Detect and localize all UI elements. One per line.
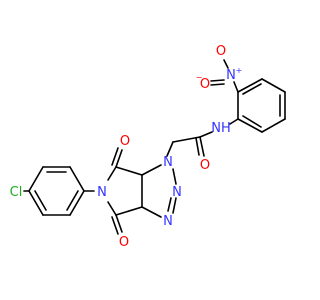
bond	[167, 197, 172, 212]
bond-inner	[66, 190, 79, 211]
bond	[111, 147, 119, 166]
triazole-n2-label: N	[172, 185, 182, 200]
bond	[166, 141, 174, 157]
bond	[115, 214, 123, 233]
bond	[199, 131, 213, 138]
nitro-nitrogen-charge: +	[236, 66, 243, 75]
bonds	[23, 59, 286, 235]
bond	[115, 206, 143, 216]
nitro-nitrogen-label: N	[226, 68, 236, 83]
bond	[237, 78, 263, 93]
bond	[115, 149, 123, 168]
bond-inner	[242, 83, 262, 95]
bond	[69, 166, 85, 192]
bond	[261, 78, 286, 93]
nitro-oxygen-left-label: O	[200, 77, 210, 92]
aryl-nitrogen-label: N	[97, 185, 107, 200]
bond	[195, 137, 200, 156]
bond-inner	[242, 115, 262, 128]
amide-oxygen-label: O	[200, 158, 210, 173]
bond	[210, 83, 225, 86]
bond	[261, 118, 286, 133]
nitro-oxygen-bottom-label: O	[216, 44, 226, 59]
bond	[28, 190, 44, 216]
chlorine-atom-label: Cl	[10, 185, 23, 200]
bond	[223, 59, 229, 69]
triazole-n1-label: N	[163, 155, 173, 170]
bond	[210, 79, 225, 82]
carbonyl-oxygen-bottom-label: O	[119, 235, 129, 250]
bond	[229, 118, 239, 125]
bond	[107, 201, 117, 216]
nitro-oxygen-charge: −	[196, 73, 203, 82]
bond	[141, 206, 162, 218]
atom-labels: Cl N O O N N N O NH N O O	[10, 44, 236, 250]
bond	[237, 118, 263, 133]
bond	[172, 197, 177, 214]
bond	[233, 81, 239, 93]
bond	[69, 190, 85, 216]
formal-charges: + −	[196, 66, 243, 82]
bond	[115, 166, 143, 176]
bond	[172, 168, 177, 185]
bond	[111, 216, 119, 235]
carbonyl-oxygen-top-label: O	[120, 134, 130, 149]
bond	[107, 166, 117, 181]
chemical-structure-diagram: Cl N O O N N N O NH N O O + −	[10, 44, 286, 250]
amide-nh-label: NH	[211, 121, 231, 136]
bond	[28, 166, 44, 192]
triazole-n3-label: N	[163, 214, 173, 229]
bond	[199, 136, 205, 157]
bond-inner	[34, 190, 47, 211]
bond	[141, 164, 162, 176]
